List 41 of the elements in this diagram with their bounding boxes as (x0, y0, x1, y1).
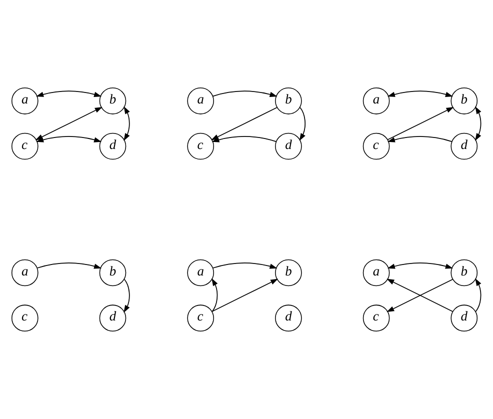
arrow (475, 106, 482, 141)
node-circle: b (275, 259, 302, 286)
node-circle: a (362, 87, 390, 114)
node-circle: a (11, 87, 38, 114)
node-circle: d (450, 304, 478, 332)
arrow (212, 136, 276, 142)
arrow (124, 106, 130, 141)
arrow (212, 278, 218, 312)
node-circle: a (187, 259, 214, 286)
arrow (212, 90, 278, 97)
node-circle: c (187, 132, 214, 160)
arrow (124, 278, 130, 313)
node-circle: c (362, 132, 390, 160)
arrow (36, 136, 102, 142)
arrow (299, 107, 306, 141)
node-circle: d (275, 304, 302, 332)
node-circle: d (275, 132, 302, 160)
node-circle: b (450, 259, 478, 286)
node-circle: d (99, 304, 126, 332)
arrow (387, 106, 454, 140)
arrow (36, 262, 102, 269)
node-circle: c (187, 304, 214, 332)
node-circle: d (99, 132, 126, 160)
node-circle: b (99, 259, 126, 286)
node-circle: b (450, 87, 478, 114)
node-circle: a (187, 87, 214, 114)
node-circle: c (362, 304, 390, 332)
node-circle: b (275, 87, 302, 114)
arrow (387, 262, 454, 269)
arrow (387, 90, 454, 97)
arrow (212, 262, 278, 269)
node-circle: d (450, 132, 478, 160)
node-circle: a (362, 259, 390, 286)
arrow (475, 278, 482, 312)
arrow (36, 90, 102, 97)
node-circle: c (11, 132, 38, 160)
arrow (387, 136, 452, 142)
node-circle: c (11, 304, 38, 332)
node-circle: a (11, 259, 38, 286)
node-circle: b (99, 87, 126, 114)
arrow (212, 278, 278, 312)
